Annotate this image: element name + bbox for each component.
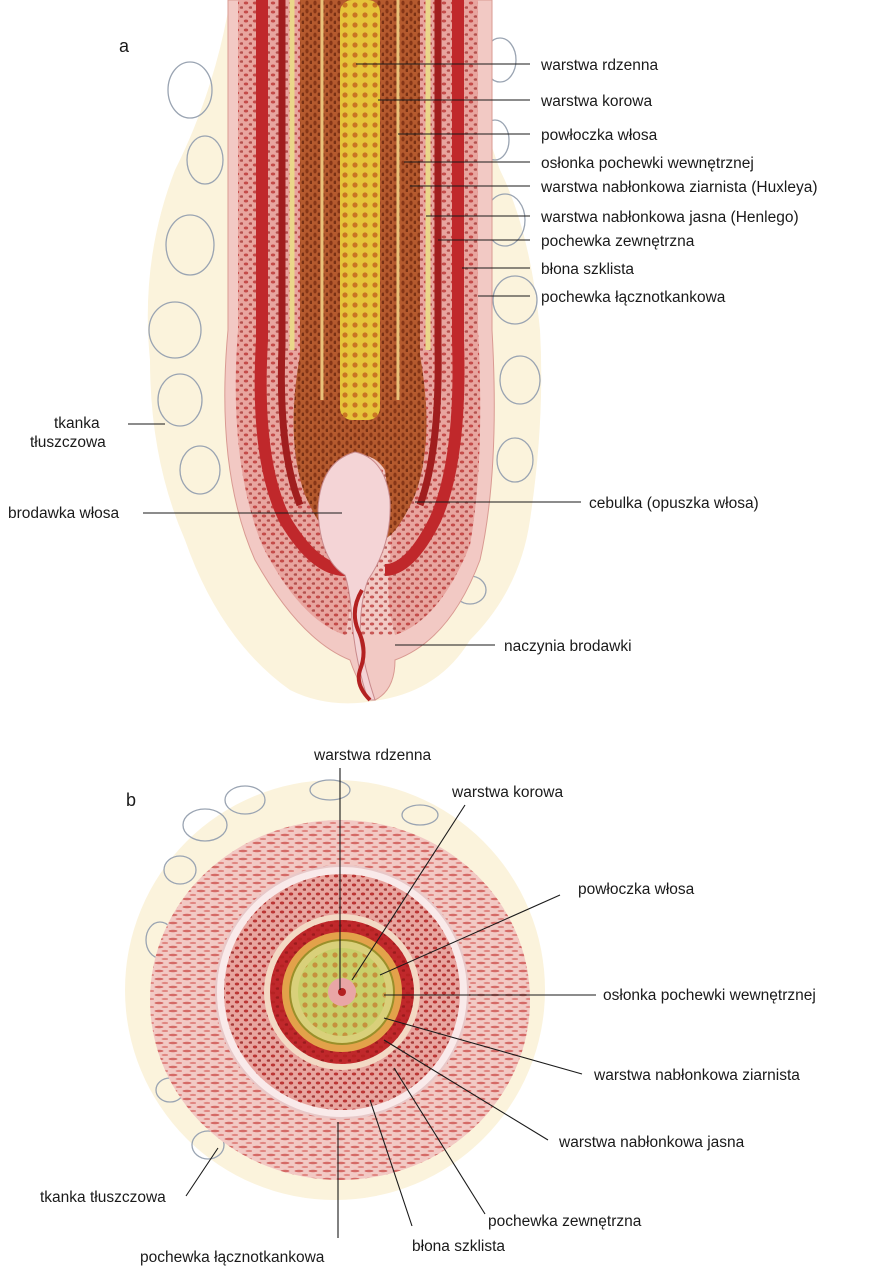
panel-letter-b: b — [126, 790, 136, 810]
label-a-cuticle: powłoczka włosa — [541, 127, 658, 144]
label-a-vessels: naczynia brodawki — [504, 638, 632, 655]
label-a-fat-line2: tłuszczowa — [30, 434, 106, 451]
label-a-papilla: brodawka włosa — [8, 505, 120, 522]
label-b-medulla: warstwa rdzenna — [313, 747, 432, 764]
label-b-huxley: warstwa nabłonkowa ziarnista — [593, 1067, 800, 1084]
label-b-cuticle: powłoczka włosa — [578, 881, 695, 898]
label-a-bulb: cebulka (opuszka włosa) — [589, 495, 759, 512]
label-b-fat: tkanka tłuszczowa — [40, 1189, 166, 1206]
label-b-cortex: warstwa korowa — [451, 784, 563, 801]
label-a-glassy: błona szklista — [541, 261, 634, 278]
label-a-fat-line1: tkanka — [54, 415, 100, 432]
label-a-henle: warstwa nabłonkowa jasna (Henlego) — [540, 209, 799, 226]
label-a-cortex: warstwa korowa — [540, 93, 652, 110]
label-b-outer-sheath: pochewka zewnętrzna — [488, 1213, 642, 1230]
label-a-connective: pochewka łącznotkankowa — [541, 289, 726, 306]
panel-letter-a: a — [119, 36, 130, 56]
label-b-sheath-cuticle: osłonka pochewki wewnętrznej — [603, 987, 816, 1004]
panel-b: b warstwa rdzenna warstwa korowa powłocz… — [40, 747, 816, 1266]
label-a-sheath-cuticle: osłonka pochewki wewnętrznej — [541, 155, 754, 172]
label-a-huxley: warstwa nabłonkowa ziarnista (Huxleya) — [540, 179, 818, 196]
panel-a: a warstwa rdzenna warstwa korowa powłocz… — [8, 0, 818, 703]
label-b-henle: warstwa nabłonkowa jasna — [558, 1134, 745, 1151]
label-b-connective: pochewka łącznotkankowa — [140, 1249, 325, 1266]
label-a-medulla: warstwa rdzenna — [540, 57, 659, 74]
label-b-glassy: błona szklista — [412, 1238, 505, 1255]
label-a-outer-sheath: pochewka zewnętrzna — [541, 233, 695, 250]
